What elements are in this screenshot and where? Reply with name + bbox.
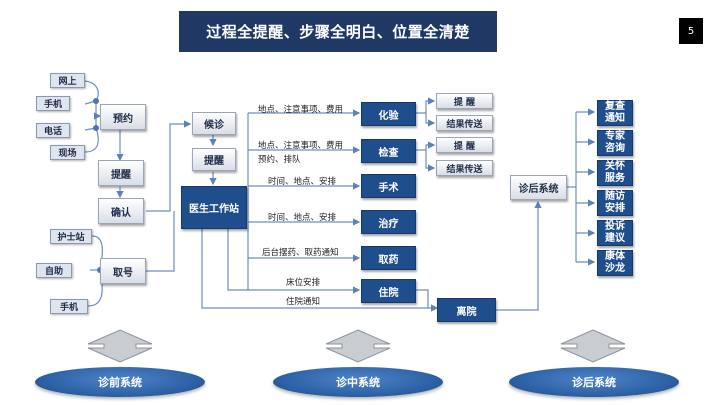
- post-system-node: 诊后系统: [510, 175, 567, 200]
- treatment-node: 治疗: [361, 210, 416, 234]
- channel-onsite: 现场: [50, 145, 85, 160]
- exam-remind-chip: 提 醒: [436, 137, 493, 153]
- post-item-consult: 专家咨询: [597, 130, 633, 156]
- post-item-followup: 随访安排: [597, 190, 633, 216]
- double-arrow-pre: [87, 329, 153, 363]
- exam-result-chip: 结果传送: [436, 160, 493, 176]
- medicine-label: 后台摆药、取药通知: [262, 248, 339, 258]
- exam-label-2: 预约、排队: [258, 155, 301, 165]
- self-service: 自助: [36, 263, 72, 278]
- lab-label: 地点、注意事项、费用: [258, 105, 344, 115]
- double-arrow-post: [560, 329, 626, 363]
- page-title: 过程全提醒、步骤全明白、位置全清楚: [179, 11, 497, 52]
- channel-phone: 电话: [36, 123, 70, 138]
- post-item-recheck: 复查通知: [597, 100, 633, 126]
- medicine-node: 取药: [361, 246, 416, 270]
- mid-remind-node: 提醒: [192, 148, 236, 171]
- pre-system-disc: 诊前系统: [35, 367, 205, 397]
- doctor-workstation: 医生工作站: [181, 186, 247, 229]
- remind-node: 提醒: [98, 160, 144, 186]
- post-item-salon: 康体沙龙: [597, 250, 633, 276]
- admit-label: 住院通知: [286, 297, 321, 307]
- post-item-complaint: 投诉建议: [597, 220, 633, 246]
- exam-label-1: 地点、注意事项、费用: [258, 141, 344, 151]
- post-item-care: 关怀服务: [597, 160, 633, 186]
- page-number: 5: [679, 18, 703, 44]
- hospitalize-node: 住院: [361, 279, 416, 303]
- surgery-label: 时间、地点、安排: [268, 177, 337, 187]
- lab-result-chip: 结果传送: [436, 115, 493, 131]
- mid-system-disc: 诊中系统: [273, 367, 443, 397]
- channel-mobile: 手机: [36, 96, 70, 111]
- channel-online: 网上: [50, 73, 85, 88]
- mobile-terminal: 手机: [50, 299, 88, 314]
- discharge-node: 离院: [437, 298, 496, 322]
- lab-remind-chip: 提 醒: [436, 93, 493, 109]
- take-number-node: 取号: [100, 258, 146, 284]
- lab-node: 化验: [361, 102, 416, 126]
- appointment-node: 预约: [100, 104, 146, 130]
- surgery-node: 手术: [361, 174, 416, 198]
- bed-label: 床位安排: [286, 278, 321, 288]
- exam-node: 检查: [361, 139, 416, 163]
- confirm-node: 确认: [98, 198, 144, 224]
- nurse-station: 护士站: [50, 229, 92, 244]
- wait-node: 候诊: [192, 112, 236, 135]
- double-arrow-mid: [325, 329, 391, 363]
- post-system-disc: 诊后系统: [509, 367, 679, 397]
- treatment-label: 时间、地点、安排: [268, 213, 337, 223]
